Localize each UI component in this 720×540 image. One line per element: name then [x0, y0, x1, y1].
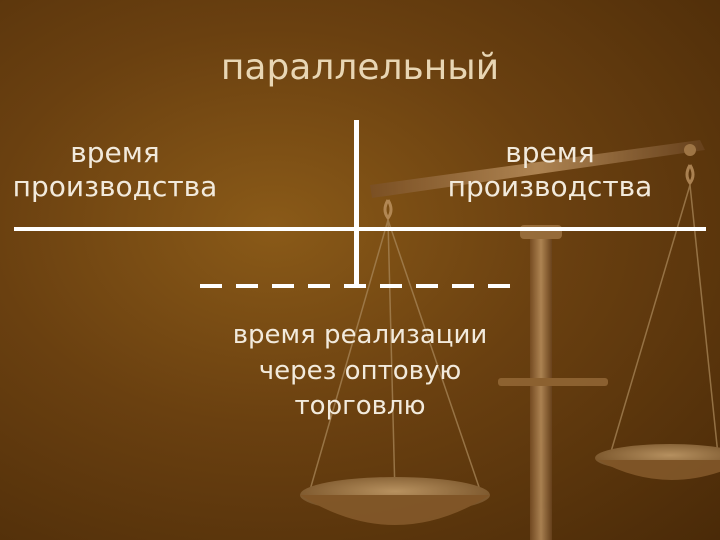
right-production-label: время производства	[430, 136, 670, 203]
bottom-label-line2: через оптовую	[258, 355, 462, 386]
slide-title: параллельный	[220, 47, 500, 88]
bottom-label-line1: время реализации	[232, 320, 488, 350]
bottom-label-line3: торговлю	[294, 391, 426, 422]
timeline-divider-vertical	[354, 120, 359, 288]
left-label-line1: время	[70, 136, 160, 169]
right-label-line2: производства	[447, 169, 653, 203]
timeline-horizontal-line	[14, 227, 706, 231]
right-label-line1: время	[505, 136, 595, 169]
wholesale-realization-label: время реализации через оптовую торговлю	[205, 318, 515, 425]
left-production-label: время производства	[0, 136, 230, 203]
left-label-line2: производства	[12, 169, 218, 203]
